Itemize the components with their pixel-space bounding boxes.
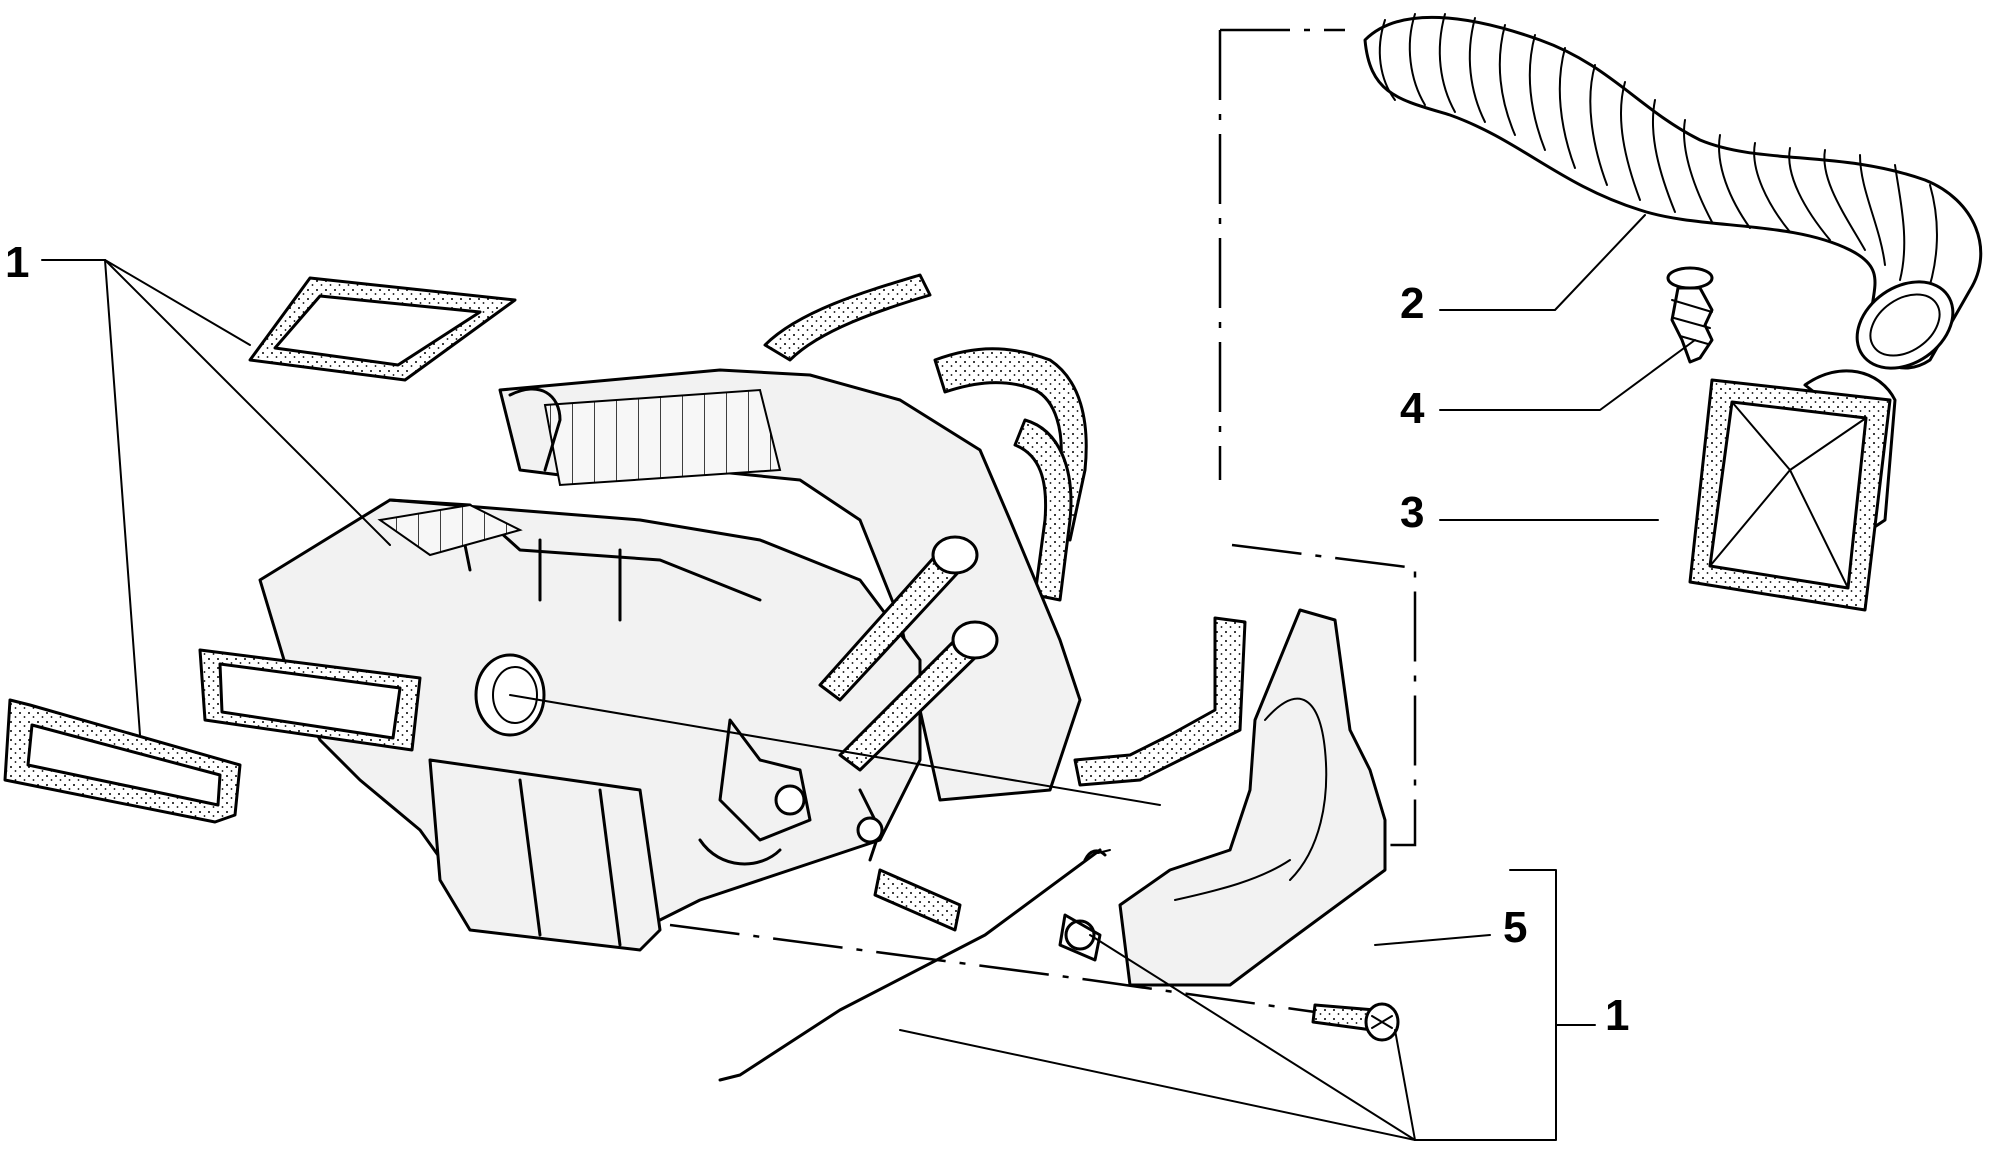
alignment-lines bbox=[509, 28, 1417, 1014]
push-clip-fastener bbox=[1666, 266, 1714, 364]
duct-adapter-frame bbox=[1688, 369, 1897, 612]
callout-1-bottom-right: 1 bbox=[1605, 991, 1629, 1040]
flexible-air-duct bbox=[1363, 13, 1983, 370]
control-cable bbox=[718, 848, 1111, 1082]
leader-lines bbox=[41, 214, 1696, 1141]
callout-1-top-left: 1 bbox=[5, 238, 29, 287]
mounting-screw bbox=[1311, 1002, 1400, 1042]
front-seal-gasket bbox=[3, 698, 242, 824]
heater-hoses bbox=[763, 273, 1247, 787]
callout-2: 2 bbox=[1400, 279, 1424, 328]
top-seal-ring bbox=[248, 276, 517, 382]
side-cover-panel bbox=[1058, 608, 1387, 987]
heater-housing bbox=[198, 368, 1082, 952]
callout-3: 3 bbox=[1400, 488, 1424, 537]
callout-5: 5 bbox=[1503, 903, 1527, 952]
callout-4: 4 bbox=[1400, 384, 1425, 433]
